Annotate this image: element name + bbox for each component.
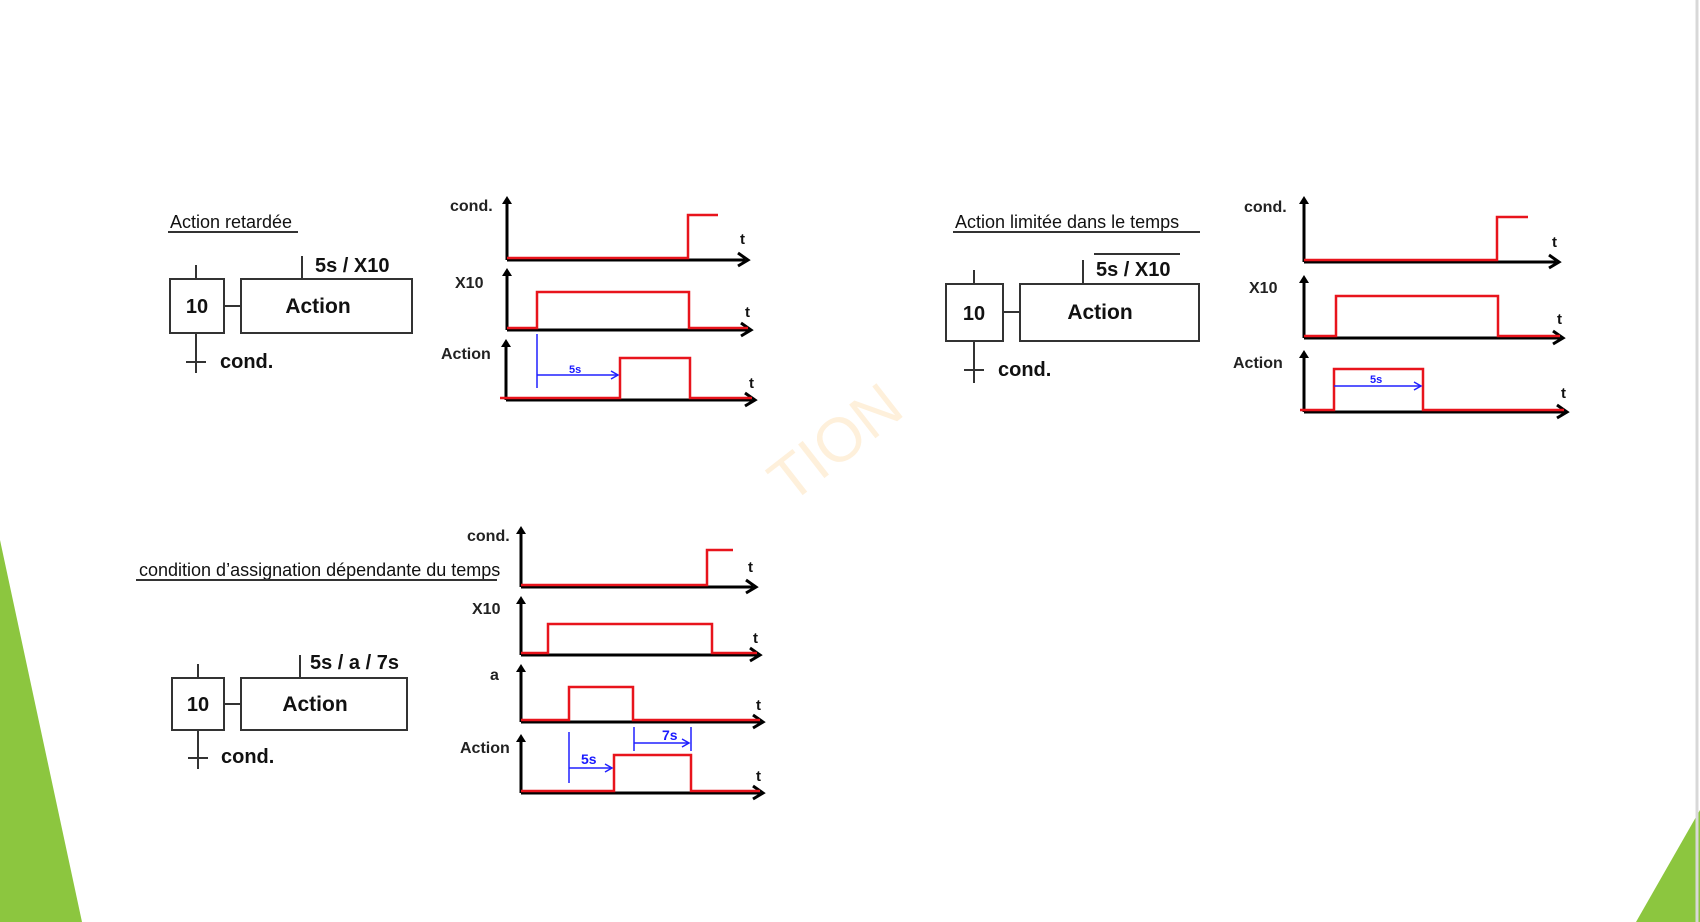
signal-label-a: a [490, 667, 499, 684]
axis-arrow [1556, 403, 1570, 420]
transition-condition: cond. [998, 359, 1051, 381]
signal-label-x10: X10 [455, 275, 484, 292]
step-number: 10 [963, 303, 985, 325]
signal-label-x10: X10 [1249, 280, 1278, 297]
axis-arrow [1299, 275, 1309, 283]
signal-label-action: Action [1233, 355, 1283, 372]
section-title: Action retardée [170, 212, 292, 232]
signal-x10-trace [521, 622, 757, 655]
axis-arrow [737, 251, 751, 268]
section-title: Action limitée dans le temps [955, 212, 1179, 232]
time-label: t [749, 375, 754, 392]
action-box [240, 278, 413, 334]
signal-label-x10: X10 [472, 601, 501, 618]
signal-label-action: Action [460, 740, 510, 757]
signal-label-cond: cond. [450, 198, 493, 215]
action-label: Action [285, 295, 350, 318]
signal-label-cond: cond. [1244, 199, 1287, 216]
axis-arrow [752, 713, 766, 730]
section-action-retardee: Action retardée 10 Action 5s / X10 cond.… [168, 196, 758, 408]
axis-arrow [516, 596, 526, 604]
green-accent-right [1636, 810, 1700, 922]
action-label: Action [1067, 301, 1132, 324]
axis-arrow [501, 339, 511, 347]
axis-arrow [745, 578, 759, 595]
action-label: Action [282, 693, 347, 716]
duration-arrowhead [610, 370, 620, 380]
action-qualifier: 5s / X10 [315, 255, 390, 277]
axis-arrow [1299, 196, 1309, 204]
axis-arrow [516, 526, 526, 534]
action-box [240, 677, 408, 731]
axis-arrow [1299, 350, 1309, 358]
grafcet-step: 10 Action 5s / X10 cond. [945, 253, 1200, 383]
time-label: t [740, 231, 745, 248]
duration-label: 5s [1370, 374, 1382, 386]
time-label: t [745, 304, 750, 321]
time-label: t [756, 768, 761, 785]
time-label: t [753, 630, 758, 647]
signal-action-trace [1300, 367, 1564, 412]
axis-arrow [1552, 329, 1566, 346]
watermark: TION [756, 370, 915, 516]
section-title: condition d’assignation dépendante du te… [139, 560, 500, 580]
axis-arrow [749, 646, 763, 663]
timing-chart: cond. t X10 t Action t [441, 196, 758, 408]
signal-x10-trace [1304, 294, 1560, 338]
grafcet-step: 10 Action 5s / X10 cond. [169, 255, 413, 373]
time-label: t [1557, 311, 1562, 328]
axis-arrow [516, 664, 526, 672]
signal-cond-trace [521, 548, 733, 587]
duration-label: 7s [662, 727, 678, 743]
green-accent-left [0, 540, 82, 922]
grafcet-step: 10 Action 5s / a / 7s cond. [171, 652, 408, 769]
action-box [1019, 283, 1200, 342]
axis-arrow [502, 268, 512, 276]
axis-arrow [740, 321, 754, 338]
signal-x10-trace [507, 290, 748, 330]
signal-cond-trace [1304, 215, 1528, 262]
section-condition-assignation: condition d’assignation dépendante du te… [136, 526, 766, 801]
action-qualifier: 5s / X10 [1096, 259, 1171, 281]
signal-action-trace [500, 356, 752, 400]
time-label: t [748, 559, 753, 576]
time-label: t [1552, 234, 1557, 251]
axis-arrow [502, 196, 512, 204]
signal-a-trace [521, 685, 760, 722]
signal-action-trace [521, 753, 760, 793]
duration-arrowhead [604, 763, 614, 773]
transition-condition: cond. [220, 351, 273, 373]
transition-condition: cond. [221, 746, 274, 768]
step-number: 10 [187, 694, 209, 716]
signal-label-action: Action [441, 346, 491, 363]
action-qualifier: 5s / a / 7s [310, 652, 399, 674]
axis-arrow [752, 784, 766, 801]
time-label: t [1561, 385, 1566, 402]
axis-arrow [744, 391, 758, 408]
duration-label: 5s [569, 364, 581, 376]
axis-arrow [516, 734, 526, 742]
duration-arrowhead [1413, 381, 1423, 391]
section-action-limitee: Action limitée dans le temps 10 Action 5… [945, 196, 1570, 420]
time-label: t [756, 697, 761, 714]
timing-chart: cond. t X10 t a t Action [460, 526, 766, 801]
signal-cond-trace [507, 213, 718, 260]
duration-label: 5s [581, 751, 597, 767]
signal-label-cond: cond. [467, 528, 510, 545]
timing-chart: cond. t X10 t Action t [1233, 196, 1570, 420]
axis-arrow [1548, 253, 1562, 270]
duration-arrowhead [681, 738, 691, 748]
step-number: 10 [186, 296, 208, 318]
